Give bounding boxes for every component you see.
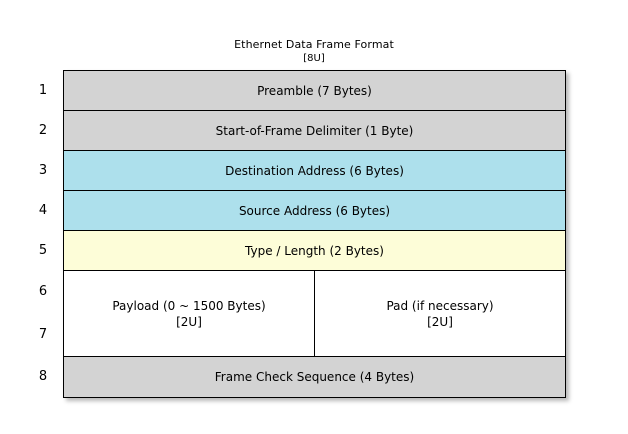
frame-field-source-address-label: Source Address (6 Bytes) <box>238 203 391 218</box>
frame-field-pad-text: Pad (if necessary) [2U] <box>386 282 493 346</box>
row-index-8: 8 <box>38 368 48 384</box>
ethernet-frame-table: Preamble (7 Bytes) Start-of-Frame Delimi… <box>63 70 566 398</box>
row-index-5: 5 <box>38 242 48 258</box>
frame-field-frame-check-sequence-label: Frame Check Sequence (4 Bytes) <box>214 370 415 384</box>
frame-field-payload-pad-row: Payload (0 ~ 1500 Bytes) [2U] Pad (if ne… <box>64 271 565 357</box>
row-index-gutter: 1 2 3 4 5 6 7 8 <box>30 70 56 396</box>
frame-field-sfd-label: Start-of-Frame Delimiter (1 Byte) <box>215 123 414 138</box>
frame-field-preamble: Preamble (7 Bytes) <box>64 71 565 111</box>
frame-field-type-length-label: Type / Length (2 Bytes) <box>245 243 384 258</box>
frame-field-pad-label: Pad (if necessary) <box>386 298 494 313</box>
frame-field-payload-label: Payload (0 ~ 1500 Bytes) <box>112 298 266 313</box>
row-index-3: 3 <box>38 162 48 178</box>
row-index-6: 6 <box>38 284 48 299</box>
diagram-title-block: Ethernet Data Frame Format [8U] <box>0 38 628 65</box>
frame-field-preamble-label: Preamble (7 Bytes) <box>257 83 372 98</box>
frame-field-pad: Pad (if necessary) [2U] <box>315 271 565 356</box>
frame-field-destination-address-label: Destination Address (6 Bytes) <box>225 163 404 178</box>
frame-field-payload-note: [2U] <box>176 314 202 329</box>
frame-field-destination-address: Destination Address (6 Bytes) <box>64 151 565 191</box>
frame-field-pad-note: [2U] <box>427 314 453 329</box>
row-index-2: 2 <box>38 122 48 138</box>
frame-field-payload: Payload (0 ~ 1500 Bytes) [2U] <box>64 271 315 356</box>
frame-field-sfd: Start-of-Frame Delimiter (1 Byte) <box>64 111 565 151</box>
frame-field-source-address: Source Address (6 Bytes) <box>64 191 565 231</box>
frame-field-frame-check-sequence: Frame Check Sequence (4 Bytes) <box>64 357 565 397</box>
row-index-7: 7 <box>38 327 48 342</box>
frame-field-type-length: Type / Length (2 Bytes) <box>64 231 565 271</box>
page-title: Ethernet Data Frame Format <box>234 38 394 51</box>
row-index-1: 1 <box>38 82 48 98</box>
frame-field-payload-text: Payload (0 ~ 1500 Bytes) [2U] <box>112 282 265 346</box>
row-index-4: 4 <box>38 202 48 218</box>
page-title-note: [8U] <box>303 53 325 64</box>
